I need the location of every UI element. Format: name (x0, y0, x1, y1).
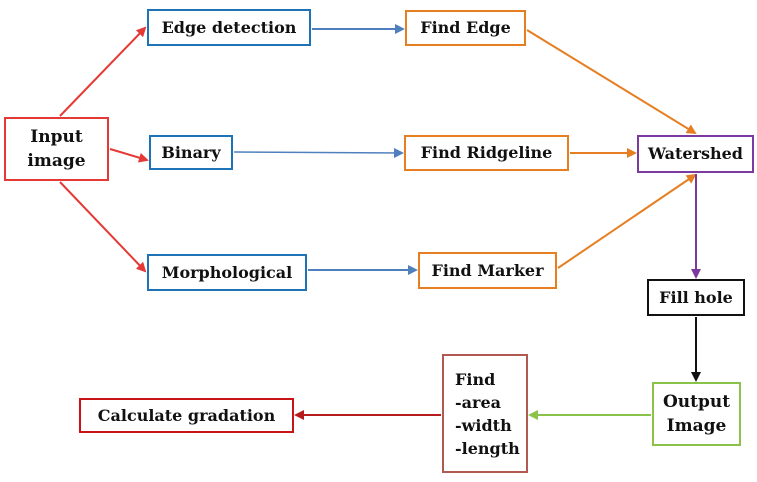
arrow-input-to-morphological (59, 181, 147, 273)
morphological-node: Morphological (147, 254, 307, 291)
watershed-node: Watershed (637, 135, 754, 173)
find-measures-node: Find -area -width -length (442, 354, 528, 473)
arrow-input-to-edge-detection (59, 26, 147, 117)
binary-node: Binary (149, 135, 233, 170)
output-image-node: Output Image (652, 382, 741, 446)
edge-detection-node: Edge detection (147, 9, 311, 46)
arrow-find-edge-to-watershed (526, 29, 697, 135)
input-image-node: Input image (4, 117, 109, 181)
find-edge-node: Find Edge (405, 10, 526, 46)
fill-hole-node: Fill hole (647, 279, 745, 316)
arrow-find-marker-to-watershed (557, 173, 697, 269)
arrow-binary-to-find-ridgeline (233, 147, 404, 158)
find-marker-node: Find Marker (418, 252, 557, 289)
calculate-gradation-node: Calculate gradation (79, 398, 294, 433)
find-ridgeline-node: Find Ridgeline (404, 135, 569, 171)
arrow-input-to-binary (109, 148, 149, 163)
